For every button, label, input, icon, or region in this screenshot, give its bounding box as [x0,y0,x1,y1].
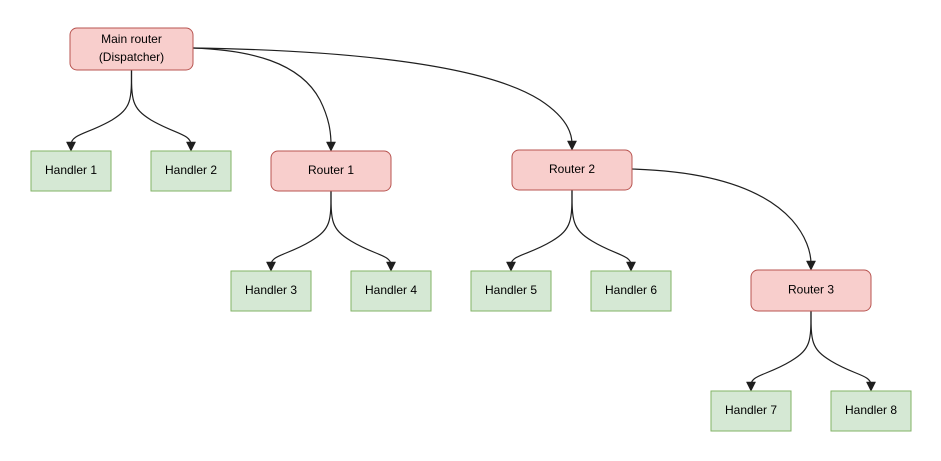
arrow-head-icon [866,381,876,392]
edge-line [810,310,872,386]
router-box [69,27,194,71]
handler-box [590,270,672,312]
edge-router-2-to-router-3[interactable] [631,168,816,271]
node-router-1[interactable]: Router 1 [270,150,392,192]
node-router-3[interactable]: Router 3 [750,269,872,312]
edge-router-2-to-handler-5[interactable] [506,189,573,272]
arrow-head-icon [567,140,577,151]
node-router-2[interactable]: Router 2 [511,149,633,191]
nodes-layer: Main router(Dispatcher) Handler 1 Handler … [30,27,912,432]
arrow-head-icon [806,260,816,271]
edge-line [270,190,332,266]
edge-line [192,47,332,146]
node-handler-1[interactable]: Handler 1 [30,150,112,192]
edge-router-2-to-handler-6[interactable] [571,189,636,272]
edge-main-router-to-handler-2[interactable] [130,69,196,152]
arrow-head-icon [506,261,516,272]
node-handler-3[interactable]: Handler 3 [230,270,312,312]
edge-router-3-to-handler-7[interactable] [746,310,812,392]
handler-box [230,270,312,312]
node-handler-8[interactable]: Handler 8 [830,390,912,432]
edge-line [70,69,133,146]
edge-main-router-to-router-2[interactable] [192,47,577,151]
router-box [511,149,633,191]
handler-box [150,150,232,192]
edge-line [631,168,812,265]
edge-router-3-to-handler-8[interactable] [810,310,876,392]
edge-router-1-to-handler-3[interactable] [266,190,332,272]
edges-layer [66,47,876,392]
node-handler-6[interactable]: Handler 6 [590,270,672,312]
edge-line [192,47,573,145]
arrow-head-icon [266,261,276,272]
edge-main-router-to-router-1[interactable] [192,47,336,152]
edge-router-1-to-handler-4[interactable] [330,190,396,272]
arrow-head-icon [66,141,76,152]
node-main-router[interactable]: Main router(Dispatcher) [69,27,194,71]
edge-main-router-to-handler-1[interactable] [66,69,133,152]
handler-box [830,390,912,432]
arrow-head-icon [626,261,636,272]
arrow-head-icon [386,261,396,272]
arrow-head-icon [326,141,336,152]
edge-line [130,69,192,146]
edge-line [330,190,392,266]
node-handler-5[interactable]: Handler 5 [470,270,552,312]
node-handler-7[interactable]: Handler 7 [710,390,792,432]
handler-box [470,270,552,312]
handler-box [710,390,792,432]
handler-box [30,150,112,192]
handler-box [350,270,432,312]
router-box [270,150,392,192]
edge-line [510,189,573,266]
node-handler-2[interactable]: Handler 2 [150,150,232,192]
router-box [750,269,872,312]
edge-line [750,310,812,386]
node-handler-4[interactable]: Handler 4 [350,270,432,312]
arrow-head-icon [746,381,756,392]
arrow-head-icon [186,141,196,152]
edge-line [571,189,632,266]
